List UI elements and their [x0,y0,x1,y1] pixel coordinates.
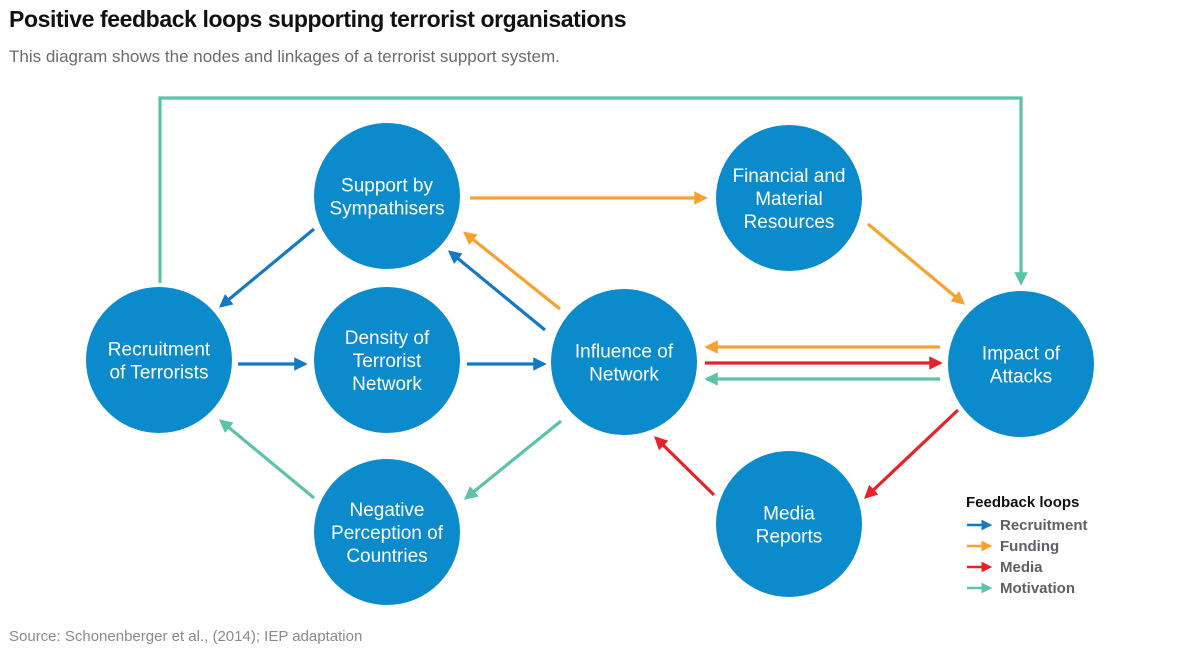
node-label: Countries [346,546,427,567]
node-label: Perception of [331,523,444,544]
node-label: Density of [345,328,430,349]
node-label: Material [755,189,823,210]
node-circle [716,125,862,271]
source-note: Source: Schonenberger et al., (2014); IE… [9,628,363,645]
node-circle [314,123,460,269]
node-label: Attacks [990,367,1052,388]
legend-label: Media [1000,559,1043,576]
edge-influence-to-support-funding [462,231,561,311]
legend-item-media: Media [967,559,1043,576]
node-label: Network [352,374,422,395]
node-circle [948,291,1094,437]
node-circle [551,289,697,435]
node-circle [314,287,460,433]
node-label: Impact of [982,344,1061,365]
edge-media-to-influence-media [654,436,716,497]
legend-label: Motivation [1000,580,1075,597]
edge-recruitment-to-impact-motivation [158,96,1028,286]
edge-influence-to-support-recruitment [447,250,547,332]
diagram-title: Positive feedback loops supporting terro… [9,6,627,32]
node-label: Media [763,504,815,525]
legend: Feedback loops RecruitmentFundingMediaMo… [966,494,1088,597]
edge-support-to-recruitment-recruitment [218,227,316,308]
node-label: Sympathisers [329,199,444,220]
legend-label: Recruitment [1000,517,1088,534]
node-label: Resources [744,212,835,233]
diagram-subtitle: This diagram shows the nodes and linkage… [9,47,560,66]
legend-item-recruitment: Recruitment [967,517,1088,534]
legend-item-funding: Funding [967,538,1059,555]
legend-title: Feedback loops [966,494,1079,511]
edge-influence-to-negative-motivation [463,419,563,500]
node-circle [314,459,460,605]
node-circle [716,451,862,597]
node-label: Financial and [732,166,845,187]
legend-item-motivation: Motivation [967,580,1075,597]
legend-label: Funding [1000,538,1059,555]
node-label: Influence of [575,342,674,363]
node-label: Support by [341,176,433,197]
edge-negative-to-recruitment-motivation [218,419,316,500]
node-label: Negative [350,500,425,521]
edges-layer [158,96,1028,500]
edge-impact-to-media-media [864,408,960,499]
node-label: Recruitment [108,340,211,361]
node-label: of Terrorists [110,363,209,384]
node-label: Reports [756,527,823,548]
node-circle [86,287,232,433]
node-label: Terrorist [353,351,422,372]
node-label: Network [589,365,659,386]
edge-financial-to-impact-funding [866,222,966,305]
